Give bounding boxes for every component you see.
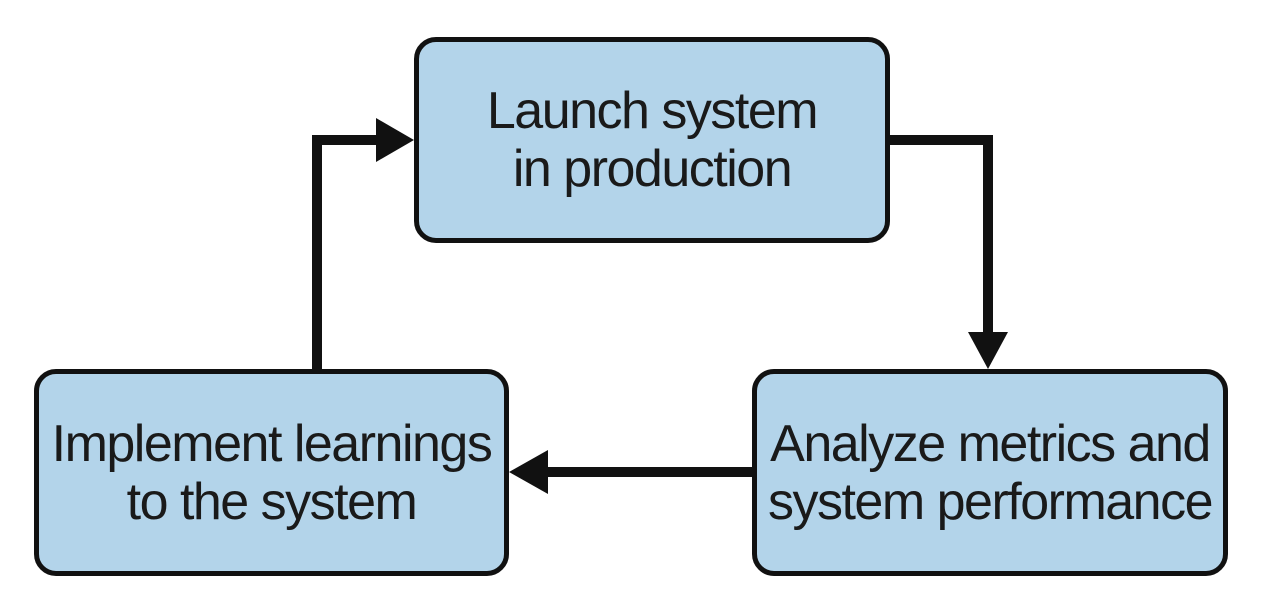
edge-line [312, 135, 380, 369]
edge-launch-to-analyze [890, 135, 1008, 369]
arrowhead-right-icon [376, 118, 414, 162]
node-label: Implement learnings to the system [51, 414, 493, 531]
node-launch-system: Launch system in production [414, 37, 890, 243]
node-label: Launch system in production [486, 82, 819, 198]
arrowhead-left-icon [509, 450, 548, 494]
edge-line [890, 135, 993, 336]
edge-analyze-to-implement [509, 450, 752, 494]
edge-implement-to-launch [312, 118, 414, 369]
node-implement-learnings: Implement learnings to the system [34, 369, 509, 576]
node-analyze-metrics: Analyze metrics and system performance [752, 369, 1228, 576]
arrowhead-down-icon [968, 332, 1008, 369]
node-label: Analyze metrics and system performance [767, 414, 1214, 531]
